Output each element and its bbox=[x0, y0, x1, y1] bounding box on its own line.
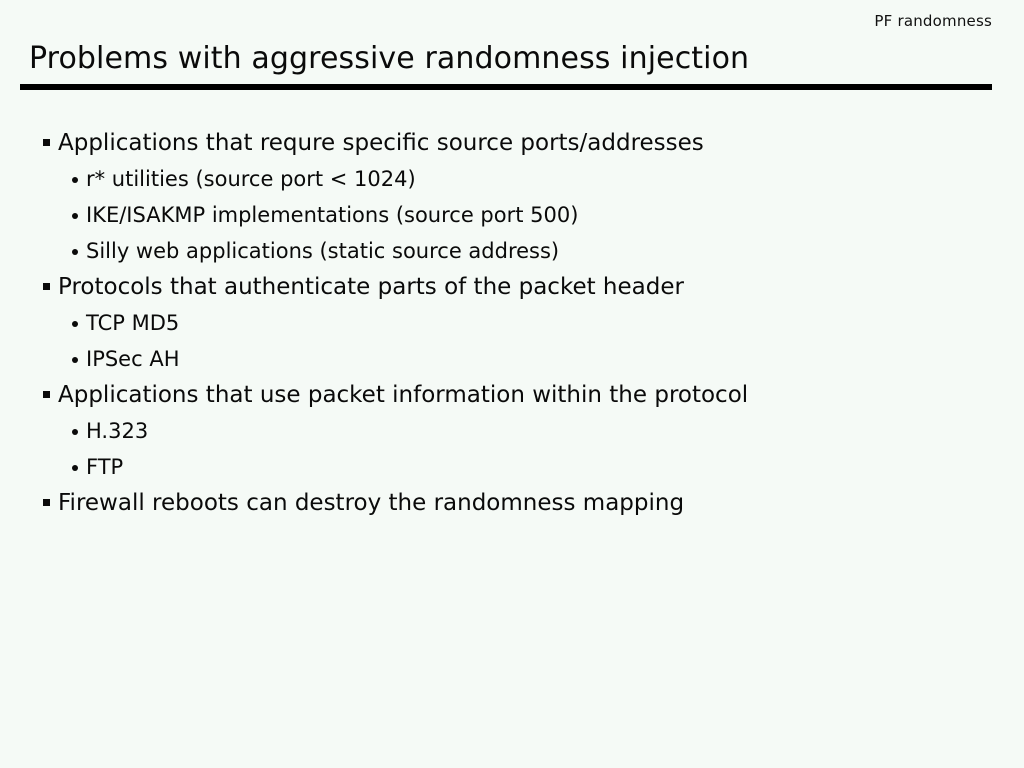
bullet-label: H.323 bbox=[86, 419, 149, 443]
bullet-item-level2: Silly web applications (static source ad… bbox=[0, 234, 1024, 270]
round-bullet-icon bbox=[72, 465, 78, 471]
bullet-item-level2: r* utilities (source port < 1024) bbox=[0, 162, 1024, 198]
bullet-label: r* utilities (source port < 1024) bbox=[86, 167, 416, 191]
bullet-item-level1: Applications that use packet information… bbox=[0, 378, 1024, 414]
round-bullet-icon bbox=[72, 177, 78, 183]
bullet-item-level1: Protocols that authenticate parts of the… bbox=[0, 270, 1024, 306]
round-bullet-icon bbox=[72, 321, 78, 327]
bullet-label: TCP MD5 bbox=[86, 311, 180, 335]
bullet-label: IPSec AH bbox=[86, 347, 180, 371]
bullet-label: Protocols that authenticate parts of the… bbox=[58, 274, 684, 300]
square-bullet-icon bbox=[43, 499, 50, 506]
bullet-label: Firewall reboots can destroy the randomn… bbox=[58, 490, 685, 516]
bullet-label: Silly web applications (static source ad… bbox=[86, 239, 560, 263]
square-bullet-icon bbox=[43, 139, 50, 146]
round-bullet-icon bbox=[72, 357, 78, 363]
round-bullet-icon bbox=[72, 249, 78, 255]
bullet-item-level2: FTP bbox=[0, 450, 1024, 486]
slide-body: Applications that requre specific source… bbox=[0, 126, 1024, 522]
bullet-label: IKE/ISAKMP implementations (source port … bbox=[86, 203, 579, 227]
bullet-label: Applications that use packet information… bbox=[58, 382, 749, 408]
bullet-label: Applications that requre specific source… bbox=[58, 130, 704, 156]
slide-title: Problems with aggressive randomness inje… bbox=[29, 41, 750, 76]
bullet-item-level2: H.323 bbox=[0, 414, 1024, 450]
square-bullet-icon bbox=[43, 283, 50, 290]
round-bullet-icon bbox=[72, 429, 78, 435]
running-header: PF randomness bbox=[874, 12, 992, 30]
bullet-item-level2: IPSec AH bbox=[0, 342, 1024, 378]
square-bullet-icon bbox=[43, 391, 50, 398]
title-divider-rule bbox=[20, 84, 992, 90]
bullet-item-level2: IKE/ISAKMP implementations (source port … bbox=[0, 198, 1024, 234]
bullet-item-level1: Applications that requre specific source… bbox=[0, 126, 1024, 162]
round-bullet-icon bbox=[72, 213, 78, 219]
bullet-item-level2: TCP MD5 bbox=[0, 306, 1024, 342]
bullet-label: FTP bbox=[86, 455, 124, 479]
bullet-item-level1: Firewall reboots can destroy the randomn… bbox=[0, 486, 1024, 522]
